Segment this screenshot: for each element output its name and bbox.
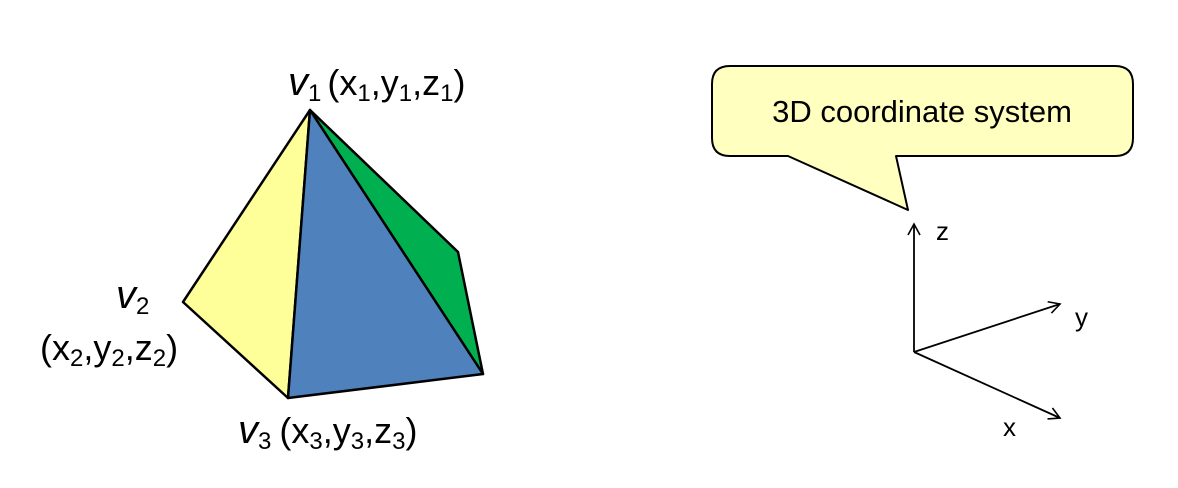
vertex-label-v2-name: v2 [116,273,149,320]
vertex-label-v1: v1(x1,y1,z1) [288,60,465,107]
pyramid [181,108,485,400]
callout-text: 3D coordinate system [772,94,1072,129]
x-axis-arrow [913,351,1062,420]
y-axis-label: y [1075,302,1088,332]
z-axis-label: z [936,216,949,246]
callout: 3D coordinate system [711,65,1134,211]
vertex-label-v3: v3(x3,y3,z3) [238,408,417,455]
pyramid-front-face [286,108,485,400]
vertex-label-v2-coords: (x2,y2,z2) [40,327,178,372]
y-axis-arrow [913,300,1062,353]
callout-bubble [711,65,1134,211]
x-axis-label: x [1003,412,1016,442]
coordinate-axes [907,222,1062,420]
